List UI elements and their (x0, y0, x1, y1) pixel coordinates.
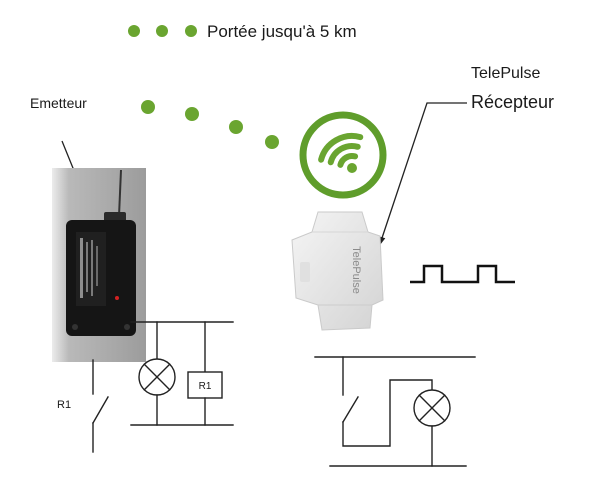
relay-label: R1 (199, 381, 212, 392)
wifi-icon (299, 111, 387, 199)
signal-dot (229, 120, 243, 134)
antenna (118, 169, 122, 217)
receiver-label: Récepteur (471, 92, 554, 112)
range-dot (128, 25, 140, 37)
signal-dot (141, 100, 155, 114)
emitter-circuit: R1 (130, 321, 234, 426)
signal-dots (141, 100, 279, 149)
range-legend: Portée jusqu'à 5 km (128, 22, 357, 41)
signal-dot (265, 135, 279, 149)
switch-r1: R1 (57, 359, 109, 453)
receiver-pointer (379, 102, 467, 245)
switch-label: R1 (57, 399, 71, 411)
switch-icon (92, 396, 109, 424)
lamp-icon (413, 389, 451, 427)
receiver-device-text: TelePulse (350, 246, 362, 294)
lamp-icon (138, 358, 176, 396)
range-dot (185, 25, 197, 37)
receiver-circuit (314, 356, 476, 467)
receiver-brand: TelePulse (471, 65, 540, 82)
led-indicator (115, 296, 119, 300)
range-dot (156, 25, 168, 37)
emitter-label: Emetteur (30, 95, 87, 111)
signal-dot (185, 107, 199, 121)
relay-box (187, 371, 223, 399)
range-label: Portée jusqu'à 5 km (207, 22, 357, 41)
switch-icon (342, 396, 359, 423)
receiver-device: TelePulse (291, 211, 384, 331)
emitter-device (52, 168, 146, 362)
pulse-waveform-icon (410, 264, 515, 284)
